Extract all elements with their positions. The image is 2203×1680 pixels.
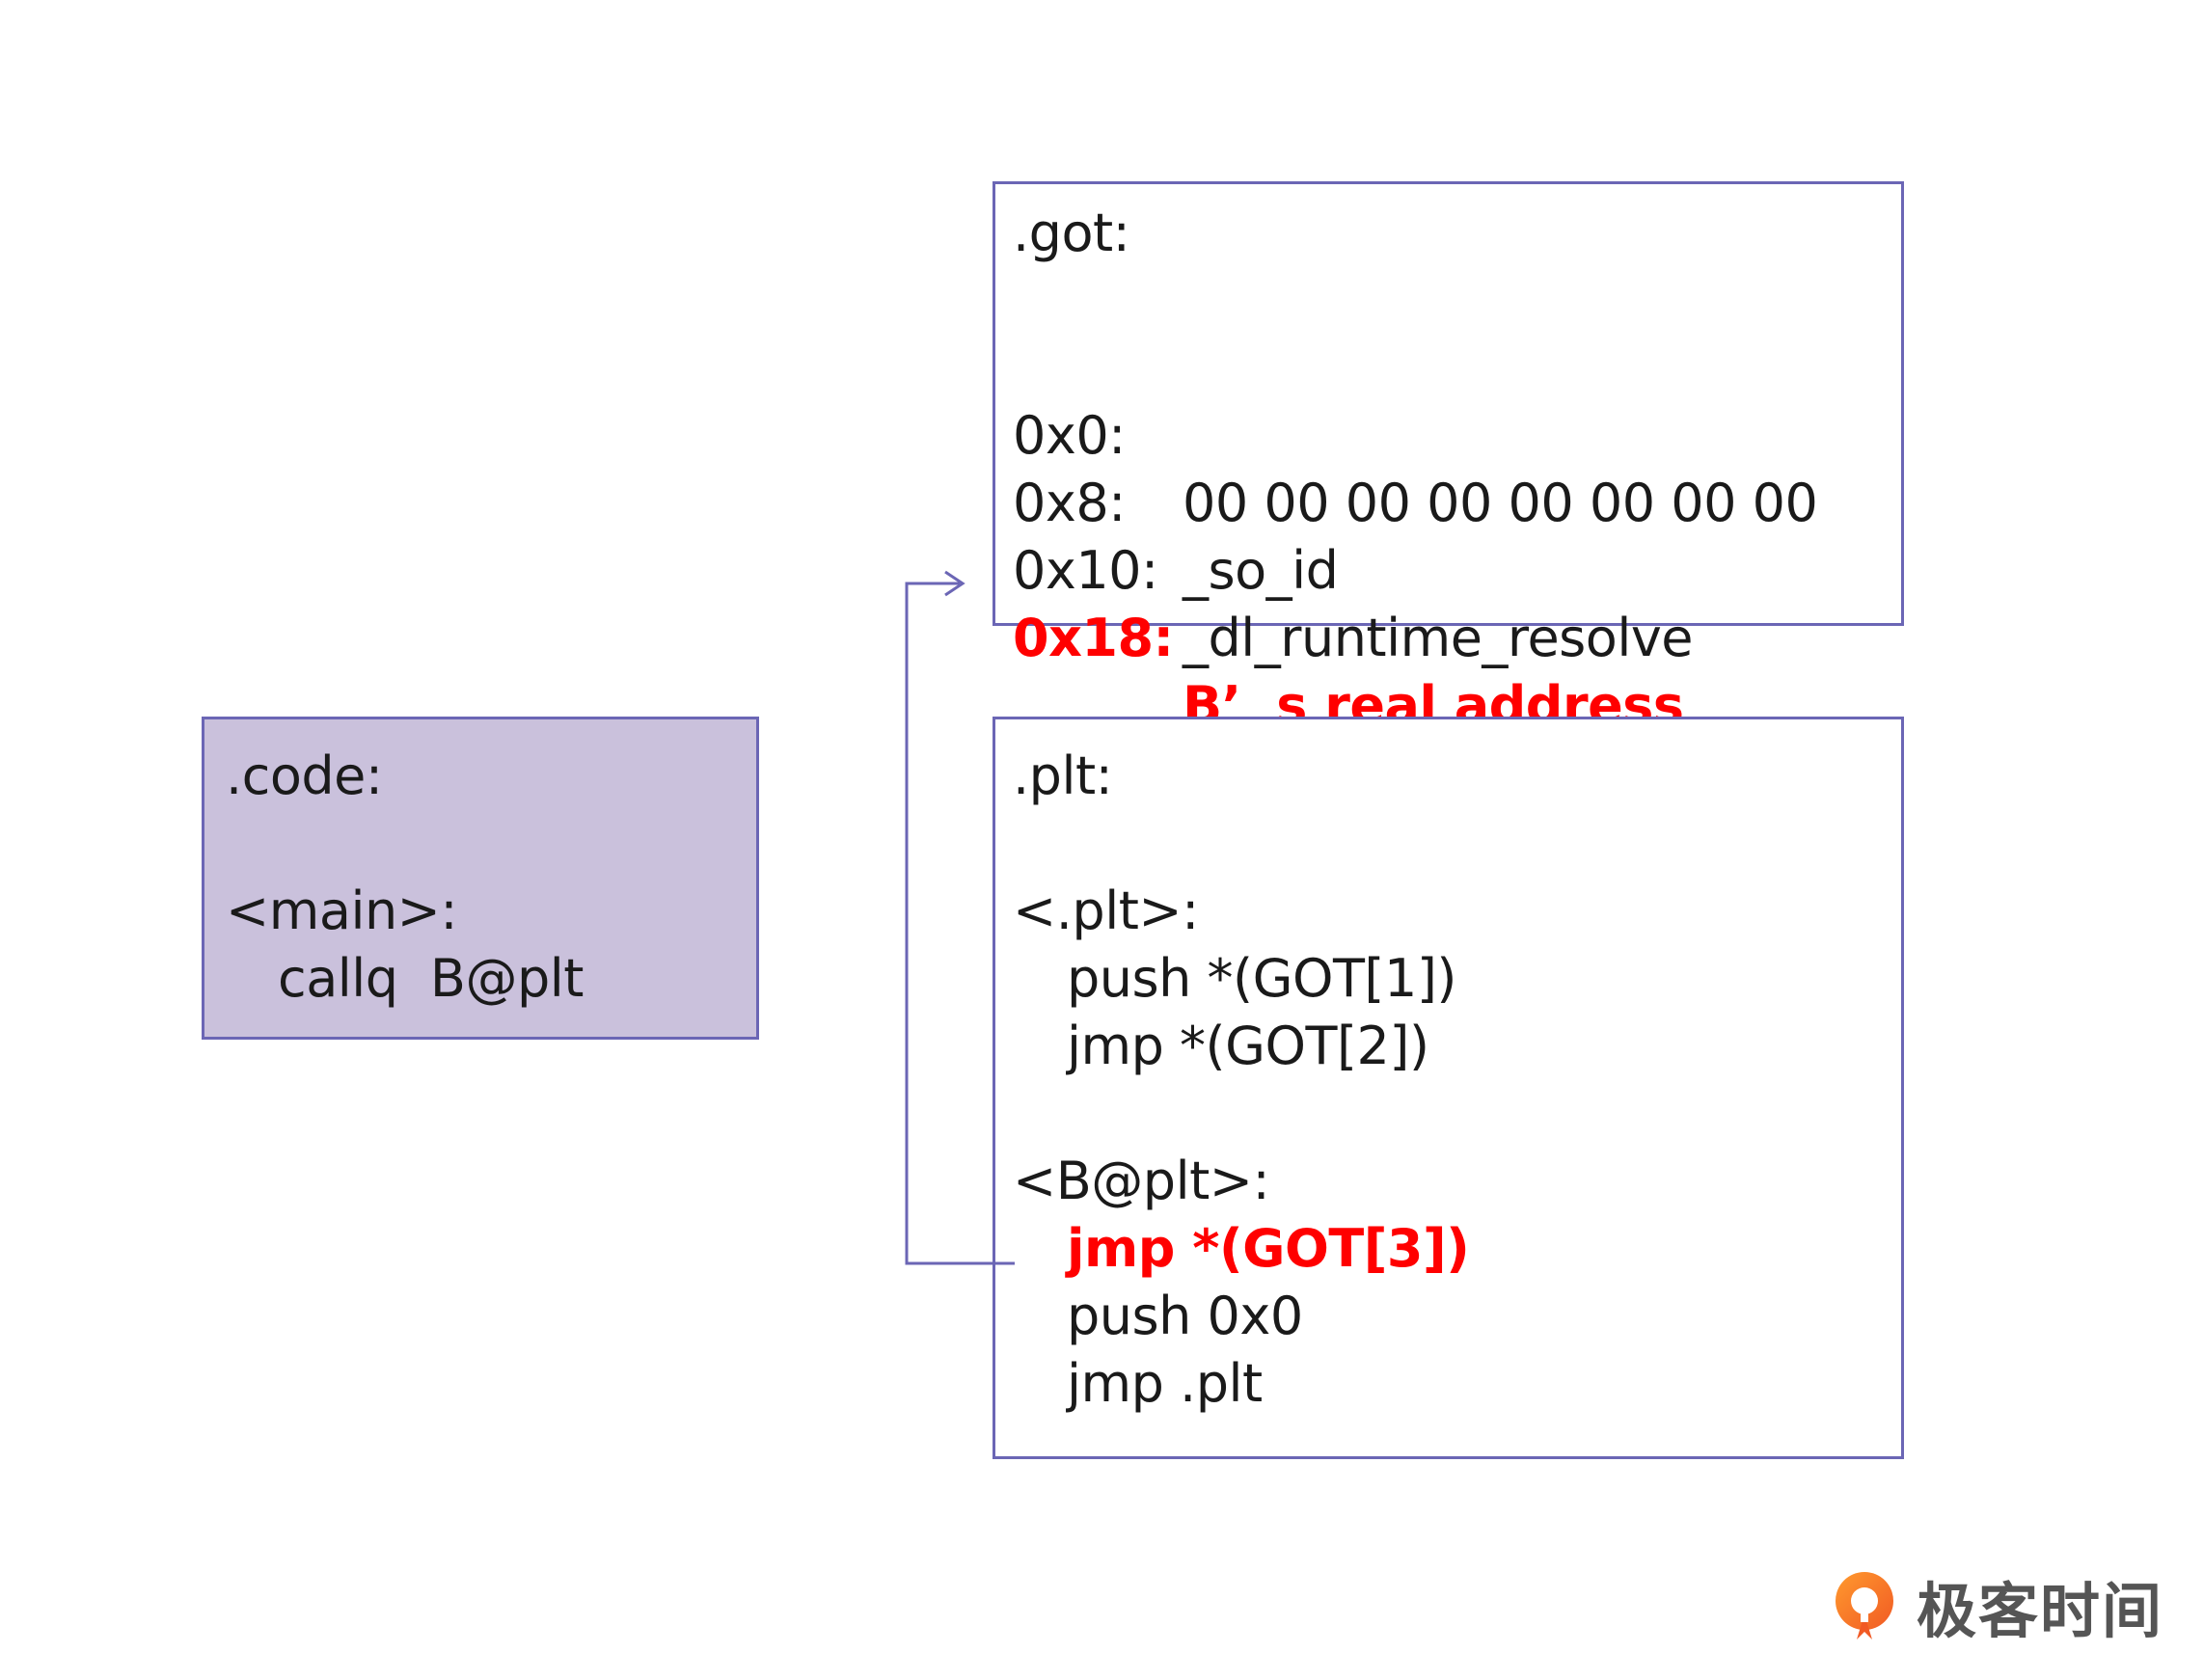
plt-section-title: .plt: <box>1013 745 1113 806</box>
got-entry-value: _dl_runtime_resolve <box>1183 608 1694 668</box>
geektime-logo-icon <box>1836 1572 1893 1639</box>
got-section-title: .got: <box>1013 203 1130 263</box>
callq-instruction: callq B@plt <box>278 948 584 1009</box>
got-entry-addr: 0x18: <box>1013 608 1174 668</box>
geektime-logo: 极客时间 <box>1828 1562 2163 1649</box>
bplt-push-instruction: push 0x0 <box>1067 1286 1303 1346</box>
code-section-title: .code: <box>226 745 383 806</box>
plt0-push-instruction: push *(GOT[1]) <box>1067 948 1457 1009</box>
got-entry-value: 00 00 00 00 00 00 00 00 <box>1183 473 1818 533</box>
bplt-label: <B@plt>: <box>1013 1151 1270 1211</box>
got-entry-1: 0x8: _so_id <box>1013 402 1881 601</box>
arrowhead-icon <box>944 570 966 597</box>
got-entry-0: 0x0: 00 00 00 00 00 00 00 00 <box>1013 335 1881 533</box>
code-section-box: .code: <main>: callq B@plt <box>202 717 759 1040</box>
plt0-jmp-instruction: jmp *(GOT[2]) <box>1067 1016 1429 1076</box>
got-section-box: .got: 0x0: 00 00 00 00 00 00 00 00 0x8: … <box>993 181 1904 736</box>
bplt-jmp-plt-instruction: jmp .plt <box>1067 1353 1263 1414</box>
main-label: <main>: <box>226 881 458 941</box>
got-entry-addr: 0x8: <box>1013 473 1126 533</box>
got-entry-addr: 0x10: <box>1013 540 1158 601</box>
got-entry-value: _so_id <box>1183 540 1339 601</box>
plt-section-box: .plt: <.plt>: push *(GOT[1]) jmp *(GOT[2… <box>993 717 1904 1459</box>
got-entry-addr: 0x0: <box>1013 405 1126 466</box>
geektime-logo-text: 极客时间 <box>1917 1576 2164 1646</box>
got-entry-2: 0x10: _dl_runtime_resolve <box>1013 470 1881 668</box>
bplt-jmp-got3-instruction: jmp *(GOT[3]) <box>1067 1218 1470 1279</box>
plt0-label: <.plt>: <box>1013 881 1199 941</box>
got-entry-3-highlighted: 0x18: B’ s real address <box>1013 537 1881 736</box>
